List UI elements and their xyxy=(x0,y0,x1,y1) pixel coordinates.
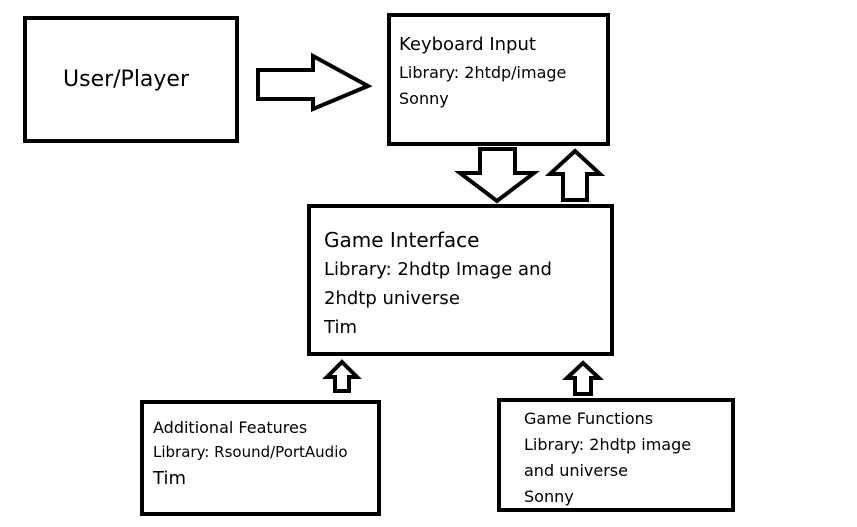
additional-features-library: Library: Rsound/PortAudio xyxy=(153,443,348,461)
arrow-additional-to-interface xyxy=(322,359,362,393)
game-functions-library-cont: and universe xyxy=(524,461,628,480)
game-functions-owner: Sonny xyxy=(524,487,574,506)
game-functions-title: Game Functions xyxy=(524,409,654,428)
arrow-interface-to-keyboard xyxy=(544,148,606,202)
game-interface-box: Game Interface Library: 2hdtp Image and … xyxy=(307,204,614,356)
arrow-user-to-keyboard xyxy=(256,52,373,113)
arrow-functions-to-interface xyxy=(561,360,605,396)
additional-features-box: Additional Features Library: Rsound/Port… xyxy=(140,400,381,516)
game-interface-owner: Tim xyxy=(324,317,357,338)
game-functions-library: Library: 2hdtp image xyxy=(524,435,692,454)
game-interface-library: Library: 2hdtp Image and xyxy=(324,259,552,280)
additional-features-owner: Tim xyxy=(153,468,186,489)
additional-features-title: Additional Features xyxy=(153,418,308,437)
keyboard-input-library: Library: 2htdp/image xyxy=(399,63,567,82)
game-functions-box: Game Functions Library: 2hdtp image and … xyxy=(497,398,735,512)
keyboard-input-box: Keyboard Input Library: 2htdp/image Sonn… xyxy=(387,13,610,146)
arrow-keyboard-to-interface xyxy=(454,147,540,204)
keyboard-input-title: Keyboard Input xyxy=(399,34,536,55)
user-player-label: User/Player xyxy=(63,67,190,92)
game-interface-title: Game Interface xyxy=(324,228,480,252)
game-interface-library-cont: 2hdtp universe xyxy=(324,288,460,309)
keyboard-input-owner: Sonny xyxy=(399,89,449,108)
user-player-box: User/Player xyxy=(23,16,239,143)
